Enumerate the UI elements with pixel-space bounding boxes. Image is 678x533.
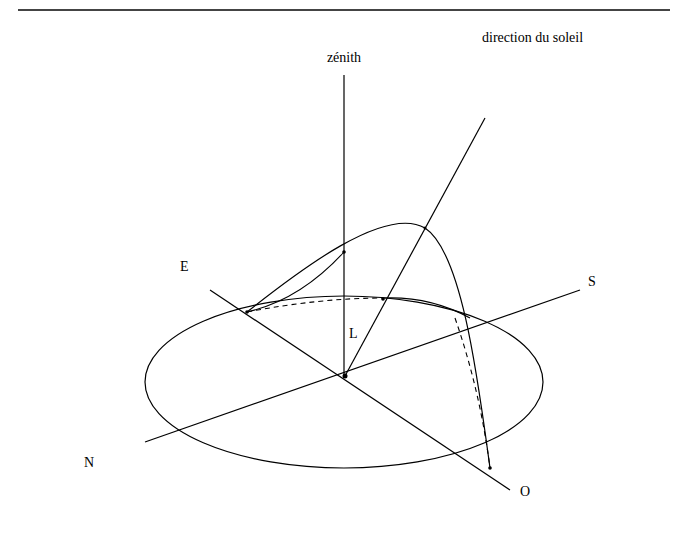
east-west-axis — [210, 290, 510, 490]
axis-label: O — [520, 484, 530, 500]
axis-label: zénith — [327, 50, 361, 66]
north-south-axis — [145, 290, 580, 442]
point — [424, 227, 427, 230]
zenith-arc — [247, 252, 344, 312]
hidden-arc — [247, 298, 383, 312]
hidden-meridian-arc — [455, 318, 490, 468]
point — [488, 466, 492, 470]
axis-label: N — [84, 455, 94, 471]
observer-point — [343, 374, 348, 379]
point — [342, 250, 346, 254]
axis-label: L — [349, 326, 358, 342]
top-rule — [18, 9, 670, 11]
axis-label: E — [180, 259, 189, 275]
zenith-line — [343, 75, 344, 376]
axis-label: direction du soleil — [482, 30, 583, 46]
sun-direction-line — [345, 118, 485, 376]
axis-label: S — [588, 274, 596, 290]
sun-meridian-arc — [383, 298, 470, 318]
point — [381, 297, 385, 301]
sun-path-arc — [247, 223, 490, 468]
point — [245, 310, 249, 314]
